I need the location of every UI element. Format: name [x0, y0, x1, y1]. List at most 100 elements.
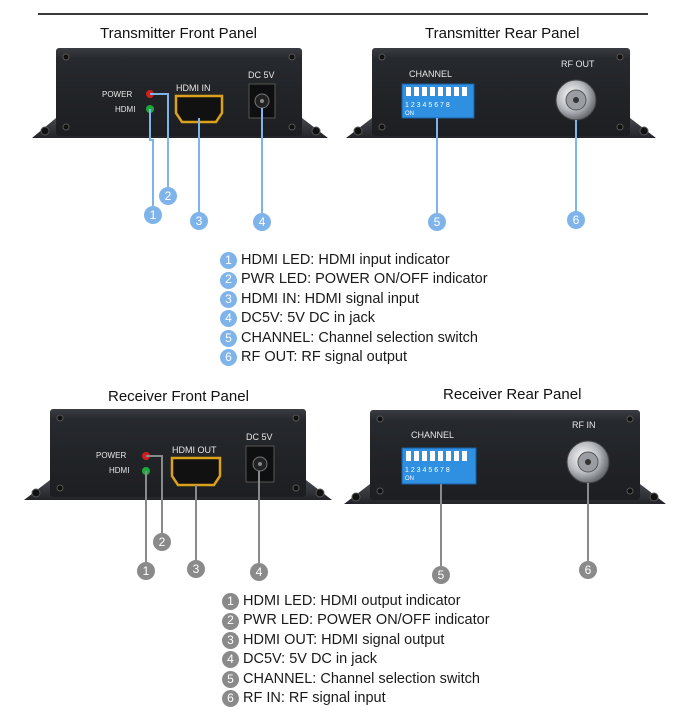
- callout-3-marker: [190, 212, 208, 230]
- legend-number-badge: 5: [222, 670, 239, 688]
- legend-text: PWR LED: POWER ON/OFF indicator: [243, 612, 490, 629]
- channel-label: CHANNEL: [411, 430, 454, 440]
- callout-2-marker: [153, 533, 171, 551]
- callout-1-number: 1: [143, 564, 150, 578]
- dc-jack-label: DC 5V: [246, 432, 273, 442]
- transmitter-front-leaders: [149, 93, 263, 213]
- callout-3-marker: [187, 560, 205, 578]
- callout-1-marker: [137, 562, 155, 580]
- legend-number-badge: 3: [222, 631, 239, 649]
- screw-icon: [62, 53, 70, 61]
- dc-jack-label: DC 5V: [248, 70, 275, 80]
- screw-icon: [376, 487, 384, 495]
- callout-3-number: 3: [193, 562, 200, 576]
- callout-6-number: 6: [573, 213, 580, 227]
- transmitter-rear-title: Transmitter Rear Panel: [425, 25, 580, 42]
- legend-text: PWR LED: POWER ON/OFF indicator: [241, 271, 488, 288]
- device-body: [50, 409, 306, 497]
- channel-label: CHANNEL: [409, 69, 452, 79]
- legend-text: HDMI IN: HDMI signal input: [241, 290, 420, 307]
- legend-text: RF IN: RF signal input: [243, 689, 386, 706]
- power-led-label: POWER: [96, 451, 126, 460]
- screw-icon: [40, 126, 50, 136]
- callout-2-marker: [159, 187, 177, 205]
- dip-switch-numbers: 1 2 3 4 5 6 7 8: [405, 467, 450, 474]
- legend-number-badge: 4: [220, 310, 237, 328]
- screw-icon: [378, 123, 386, 131]
- receiver-front-leaders: [145, 455, 260, 563]
- callout-5-number: 5: [434, 215, 441, 229]
- hdmi-led-label: HDMI: [115, 105, 135, 114]
- screw-icon: [626, 487, 634, 495]
- receiver-rear-panel: CHANNEL 1 2 3 4 5 6 7 8 ON RF IN: [344, 410, 666, 504]
- screw-icon: [56, 414, 64, 422]
- transmitter-rear-leaders: [436, 118, 577, 213]
- callout-4-number: 4: [256, 565, 263, 579]
- screw-icon: [288, 53, 296, 61]
- screw-icon: [31, 488, 41, 498]
- dip-switch-levers: [406, 451, 467, 461]
- hdmi-port-icon: [174, 94, 224, 124]
- device-body: [56, 48, 302, 136]
- dip-switch-levers: [406, 87, 467, 96]
- hdmi-port-label: HDMI OUT: [172, 445, 217, 455]
- screw-icon: [311, 126, 321, 136]
- screw-icon: [62, 123, 70, 131]
- screw-icon: [351, 492, 361, 502]
- legend-number-badge: 2: [222, 612, 239, 630]
- legend-number-badge: 3: [220, 290, 237, 308]
- legend-text: DC5V: 5V DC in jack: [243, 651, 378, 668]
- callout-2-number: 2: [165, 189, 172, 203]
- transmitter-front-panel: POWER HDMI HDMI IN DC 5V: [32, 48, 328, 138]
- dip-switch-numbers: 1 2 3 4 5 6 7 8: [405, 102, 450, 109]
- callout-5-number: 5: [438, 568, 445, 582]
- legend-number-badge: 1: [220, 252, 237, 270]
- receiver-front-panel: POWER HDMI HDMI OUT DC 5V: [24, 409, 332, 500]
- callout-4-marker: [253, 213, 271, 231]
- legend-text: CHANNEL: Channel selection switch: [243, 670, 480, 687]
- receiver-rear-leaders: [440, 483, 589, 566]
- legend-text: HDMI LED: HDMI output indicator: [243, 593, 461, 609]
- callout-6-marker: [567, 211, 585, 229]
- transmitter-front-title: Transmitter Front Panel: [100, 25, 257, 42]
- legend-number-badge: 4: [222, 651, 239, 669]
- legend-number-badge: 6: [220, 349, 237, 367]
- screw-icon: [649, 492, 659, 502]
- callout-6-marker: [579, 561, 597, 579]
- screw-icon: [315, 488, 325, 498]
- screw-icon: [292, 414, 300, 422]
- top-divider: [38, 13, 648, 15]
- callout-2-number: 2: [159, 535, 166, 549]
- screw-icon: [378, 53, 386, 61]
- screw-icon: [376, 415, 384, 423]
- receiver-rear-title: Receiver Rear Panel: [443, 386, 582, 403]
- legend-text: RF OUT: RF signal output: [241, 348, 407, 365]
- callout-1-marker: [144, 206, 162, 224]
- power-led-label: POWER: [102, 90, 132, 99]
- legend-number-badge: 5: [220, 329, 237, 347]
- legend-text: HDMI LED: HDMI input indicator: [241, 252, 450, 268]
- callout-5-marker: [432, 566, 450, 584]
- hdmi-led-label: HDMI: [109, 466, 129, 475]
- callout-5-marker: [428, 213, 446, 231]
- hdmi-port-label: HDMI IN: [176, 83, 211, 93]
- screw-icon: [288, 123, 296, 131]
- legend-text: DC5V: 5V DC in jack: [241, 310, 376, 327]
- rf-port-label: RF IN: [572, 420, 596, 430]
- callout-3-number: 3: [196, 214, 203, 228]
- receiver-front-title: Receiver Front Panel: [108, 388, 249, 405]
- dip-switch-on-label: ON: [405, 476, 414, 482]
- callout-4-marker: [250, 563, 268, 581]
- legend-number-badge: 2: [220, 271, 237, 289]
